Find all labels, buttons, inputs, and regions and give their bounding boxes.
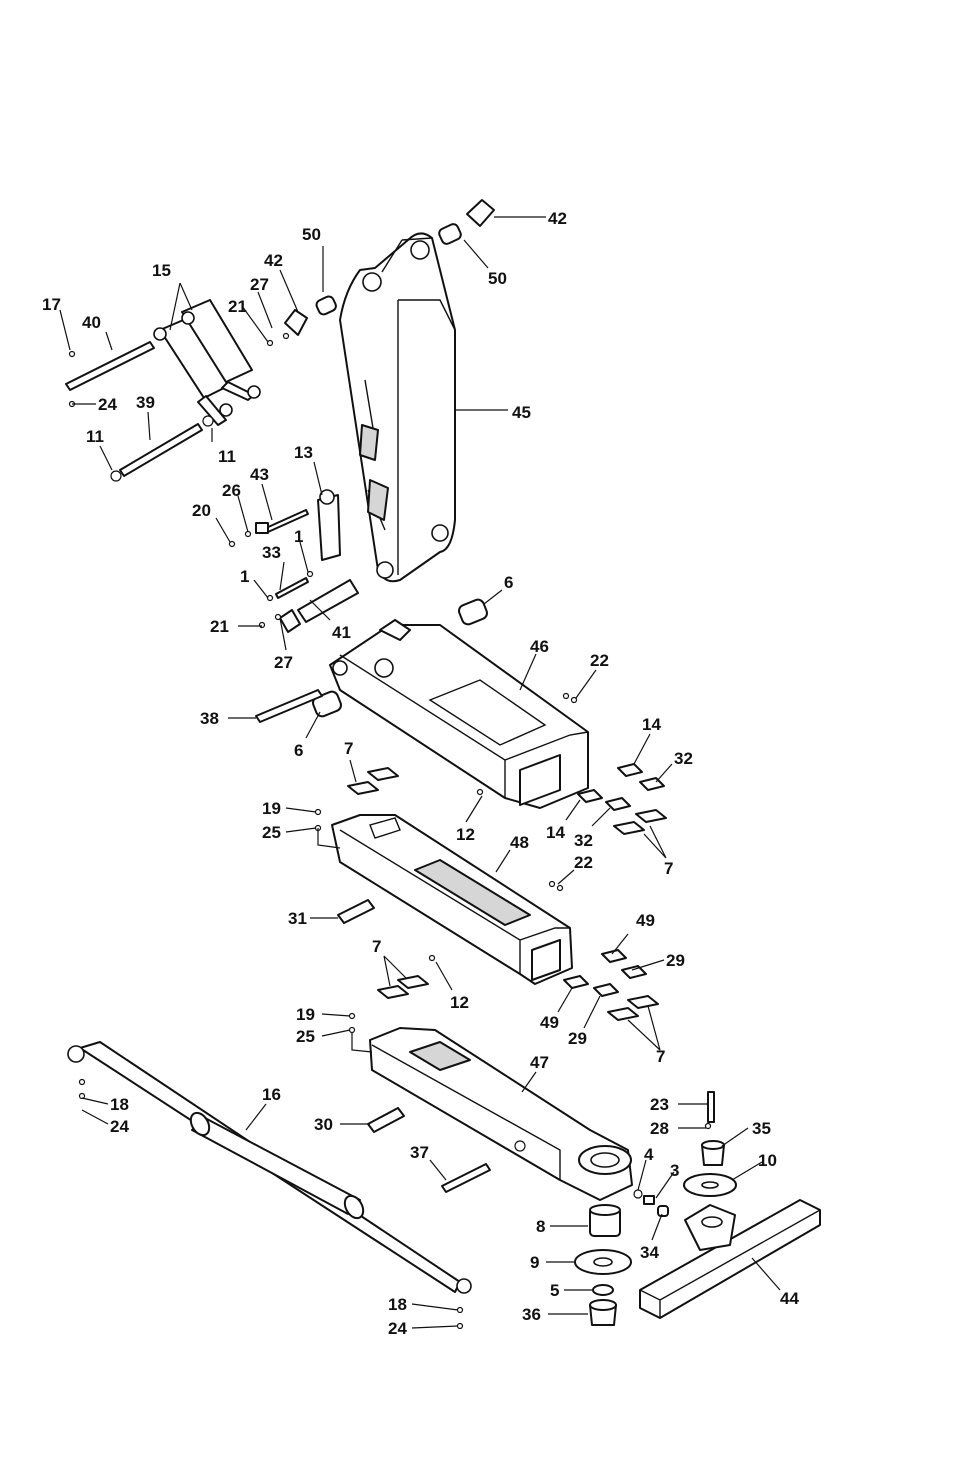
callout-34: 34 bbox=[640, 1243, 659, 1262]
callout-12: 12 bbox=[456, 825, 475, 844]
callout-24: 24 bbox=[388, 1319, 407, 1338]
callout-13: 13 bbox=[294, 443, 313, 462]
callout-29: 29 bbox=[568, 1029, 587, 1048]
callout-19: 19 bbox=[262, 799, 281, 818]
callout-44: 44 bbox=[780, 1289, 799, 1308]
callout-25: 25 bbox=[296, 1027, 315, 1046]
callout-1: 1 bbox=[240, 567, 249, 586]
pin-40 bbox=[66, 342, 154, 390]
callout-3: 3 bbox=[670, 1161, 679, 1180]
pin-38 bbox=[256, 690, 322, 722]
ring-5 bbox=[593, 1285, 613, 1295]
callout-11: 11 bbox=[218, 447, 236, 466]
callout-26: 26 bbox=[222, 481, 241, 500]
callout-43: 43 bbox=[250, 465, 269, 484]
callout-27: 27 bbox=[274, 653, 293, 672]
callout-29: 29 bbox=[666, 951, 685, 970]
lift-cylinders-15 bbox=[154, 300, 260, 425]
callout-39: 39 bbox=[136, 393, 155, 412]
callout-16: 16 bbox=[262, 1085, 281, 1104]
bolt-23 bbox=[708, 1092, 714, 1122]
callout-22: 22 bbox=[574, 853, 593, 872]
bushing-36 bbox=[590, 1300, 616, 1325]
callout-45: 45 bbox=[512, 403, 531, 422]
callout-46: 46 bbox=[530, 637, 549, 656]
callout-20: 20 bbox=[192, 501, 211, 520]
plate-30 bbox=[368, 1108, 404, 1132]
callout-9: 9 bbox=[530, 1253, 539, 1272]
callout-23: 23 bbox=[650, 1095, 669, 1114]
callout-50: 50 bbox=[488, 269, 507, 288]
washer-10 bbox=[684, 1174, 736, 1196]
callout-14: 14 bbox=[546, 823, 565, 842]
callout-32: 32 bbox=[674, 749, 693, 768]
pin-39 bbox=[111, 416, 213, 481]
boom-section-46 bbox=[330, 620, 588, 808]
callout-35: 35 bbox=[752, 1119, 771, 1138]
bushing-50-upper bbox=[438, 200, 494, 245]
callout-38: 38 bbox=[200, 709, 219, 728]
callout-50: 50 bbox=[302, 225, 321, 244]
callout-7: 7 bbox=[344, 739, 353, 758]
callout-24: 24 bbox=[98, 395, 117, 414]
callout-6: 6 bbox=[504, 573, 513, 592]
bushing-8 bbox=[590, 1205, 620, 1236]
cylinder-13 bbox=[318, 490, 340, 560]
callout-7: 7 bbox=[664, 859, 673, 878]
boom-section-47 bbox=[370, 1028, 632, 1200]
callout-49: 49 bbox=[636, 911, 655, 930]
washer-9 bbox=[575, 1250, 631, 1274]
callout-7: 7 bbox=[372, 937, 381, 956]
callout-48: 48 bbox=[510, 833, 529, 852]
callout-15: 15 bbox=[152, 261, 171, 280]
callout-27: 27 bbox=[250, 275, 269, 294]
callout-42: 42 bbox=[264, 251, 283, 270]
callout-8: 8 bbox=[536, 1217, 545, 1236]
callout-12: 12 bbox=[450, 993, 469, 1012]
callout-11: 11 bbox=[86, 427, 104, 446]
callout-4: 4 bbox=[644, 1145, 654, 1164]
callout-17: 17 bbox=[42, 295, 61, 314]
callout-33: 33 bbox=[262, 543, 281, 562]
callout-6: 6 bbox=[294, 741, 303, 760]
callout-31: 31 bbox=[288, 909, 307, 928]
callout-40: 40 bbox=[82, 313, 101, 332]
callout-41: 41 bbox=[332, 623, 351, 642]
callout-28: 28 bbox=[650, 1119, 669, 1138]
callout-14: 14 bbox=[642, 715, 661, 734]
callout-37: 37 bbox=[410, 1143, 429, 1162]
callout-19: 19 bbox=[296, 1005, 315, 1024]
callout-1: 1 bbox=[294, 527, 303, 546]
callout-49: 49 bbox=[540, 1013, 559, 1032]
callout-21: 21 bbox=[210, 617, 229, 636]
callout-7: 7 bbox=[656, 1047, 665, 1066]
bushing-6-upper bbox=[457, 598, 489, 626]
callout-22: 22 bbox=[590, 651, 609, 670]
small-parts-3-4-34 bbox=[634, 1190, 668, 1216]
callout-21: 21 bbox=[228, 297, 247, 316]
plate-31 bbox=[338, 900, 374, 923]
callout-25: 25 bbox=[262, 823, 281, 842]
callout-18: 18 bbox=[388, 1295, 407, 1314]
boom-arm-45 bbox=[340, 233, 455, 581]
callout-47: 47 bbox=[530, 1053, 549, 1072]
pin-37 bbox=[442, 1164, 490, 1192]
callout-10: 10 bbox=[758, 1151, 777, 1170]
callout-24: 24 bbox=[110, 1117, 129, 1136]
callout-5: 5 bbox=[550, 1281, 559, 1300]
callout-36: 36 bbox=[522, 1305, 541, 1324]
callout-32: 32 bbox=[574, 831, 593, 850]
callout-18: 18 bbox=[110, 1095, 129, 1114]
callout-30: 30 bbox=[314, 1115, 333, 1134]
callout-42: 42 bbox=[548, 209, 567, 228]
bearing-35 bbox=[702, 1141, 724, 1165]
